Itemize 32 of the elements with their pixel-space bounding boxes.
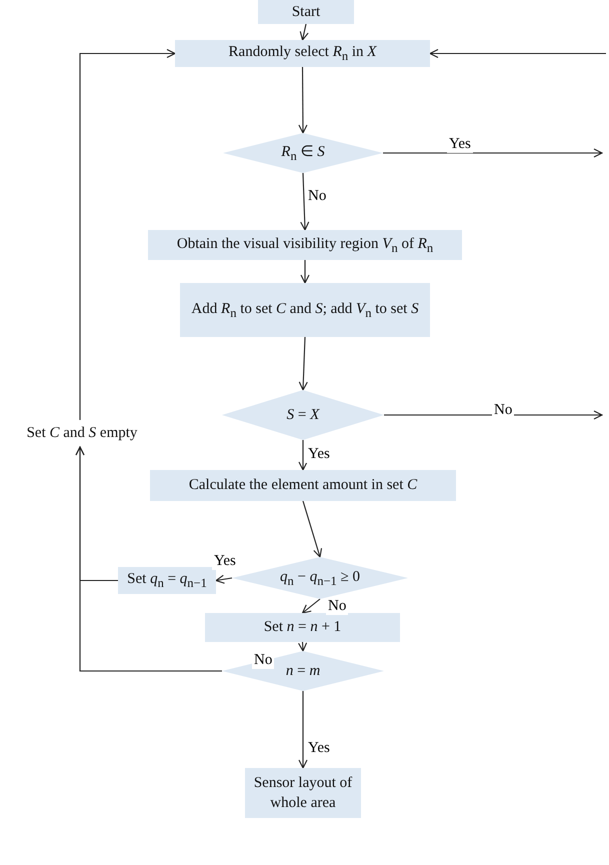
arrow xyxy=(302,598,320,614)
edge-label: Yes xyxy=(306,446,332,462)
arrow xyxy=(302,500,322,558)
arrow xyxy=(384,410,603,420)
arrow xyxy=(300,172,310,231)
edge-label: Yes xyxy=(212,553,238,570)
decision-diamond: R$_{n}$ ∈ S xyxy=(223,133,383,173)
arrow xyxy=(298,642,308,652)
arrow xyxy=(298,440,308,471)
edge-label: No xyxy=(492,402,514,418)
edge-label: No xyxy=(252,652,274,668)
arrow xyxy=(298,67,308,134)
arrow xyxy=(298,691,308,769)
arrow xyxy=(300,24,309,41)
arrow xyxy=(79,48,176,420)
process-box: Sensor layout of whole area xyxy=(245,768,361,818)
process-box: Obtain the visual visibility region V$_{n}$ of R$_{n}$ xyxy=(148,230,462,260)
arrow xyxy=(215,574,232,584)
arrow xyxy=(300,260,310,284)
edge-label: No xyxy=(326,598,348,614)
arrow xyxy=(75,446,222,672)
arrow xyxy=(429,48,606,58)
process-box: Set q$_{n}$ = q$_{n−1}$ xyxy=(118,567,216,594)
arrow xyxy=(298,336,308,391)
step-text: Set C and S empty xyxy=(6,420,158,447)
process-box: Randomly select R$_{n}$ in X xyxy=(175,40,430,67)
decision-diamond: S = X xyxy=(222,390,384,440)
process-box: Start xyxy=(258,0,354,24)
process-box: Calculate the element amount in set C xyxy=(150,470,456,501)
arrow xyxy=(383,148,603,158)
process-box: Set n = n + 1 xyxy=(205,613,400,642)
process-box: Add R$_{n}$ to set C and S; add V$_{n}$ to set S xyxy=(180,283,430,337)
